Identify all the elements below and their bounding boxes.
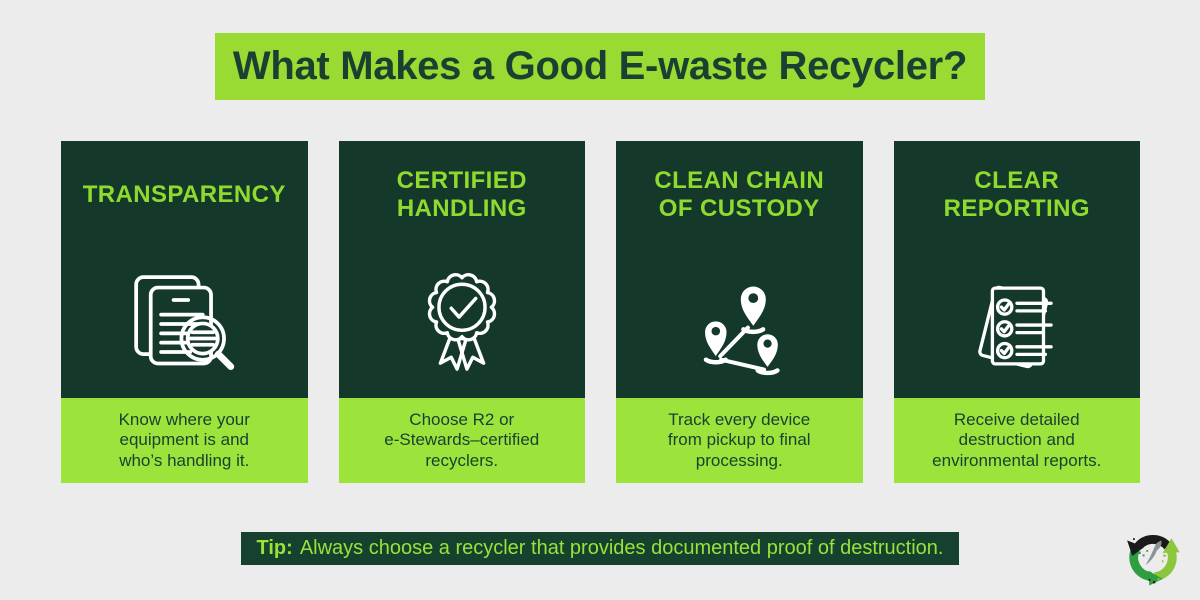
document-search-icon bbox=[132, 274, 236, 376]
cards-row: TRANSPARENCY bbox=[61, 141, 1140, 483]
certified-ribbon-icon bbox=[411, 266, 513, 376]
card-chain-of-custody-top: CLEAN CHAIN OF CUSTODY bbox=[616, 141, 863, 398]
card-body-text: Receive detailed destruction and environ… bbox=[932, 410, 1102, 470]
map-pins-route-icon bbox=[689, 272, 789, 376]
card-heading: CLEAR REPORTING bbox=[943, 167, 1090, 222]
title-banner: What Makes a Good E-waste Recycler? bbox=[214, 33, 986, 100]
checklist-report-icon bbox=[964, 276, 1070, 376]
card-chain-of-custody: CLEAN CHAIN OF CUSTODY bbox=[616, 141, 863, 483]
card-heading: TRANSPARENCY bbox=[82, 181, 286, 209]
card-chain-of-custody-caption: Track every device from pickup to final … bbox=[616, 398, 863, 483]
tip-row: Tip: Always choose a recycler that provid… bbox=[0, 532, 1200, 565]
card-clear-reporting-top: CLEAR REPORTING bbox=[893, 141, 1140, 398]
card-certified-handling-top: CERTIFIED HANDLING bbox=[338, 141, 585, 398]
card-body-text: Track every device from pickup to final … bbox=[667, 410, 811, 470]
card-body-text: Know where your equipment is and who’s h… bbox=[118, 410, 250, 470]
card-body-text: Choose R2 or e-Stewards–certified recycl… bbox=[384, 410, 540, 470]
card-certified-handling-caption: Choose R2 or e-Stewards–certified recycl… bbox=[338, 398, 585, 483]
tip-text: Always choose a recycler that provides d… bbox=[299, 537, 944, 559]
tip-bar: Tip: Always choose a recycler that provid… bbox=[240, 532, 960, 565]
card-transparency-caption: Know where your equipment is and who’s h… bbox=[61, 398, 308, 483]
recycle-logo-icon bbox=[1116, 513, 1190, 593]
card-heading: CLEAN CHAIN OF CUSTODY bbox=[654, 167, 825, 222]
title-banner-row: What Makes a Good E-waste Recycler? bbox=[0, 33, 1200, 100]
card-heading: CERTIFIED HANDLING bbox=[396, 167, 527, 222]
card-certified-handling: CERTIFIED HANDLING Choose R2 or e-Ste bbox=[338, 141, 585, 483]
page-title: What Makes a Good E-waste Recycler? bbox=[232, 44, 968, 88]
tip-label: Tip: bbox=[256, 537, 293, 559]
card-transparency-top: TRANSPARENCY bbox=[61, 141, 308, 398]
card-transparency: TRANSPARENCY bbox=[61, 141, 308, 483]
card-clear-reporting-caption: Receive detailed destruction and environ… bbox=[893, 398, 1140, 483]
card-clear-reporting: CLEAR REPORTING bbox=[893, 141, 1140, 483]
